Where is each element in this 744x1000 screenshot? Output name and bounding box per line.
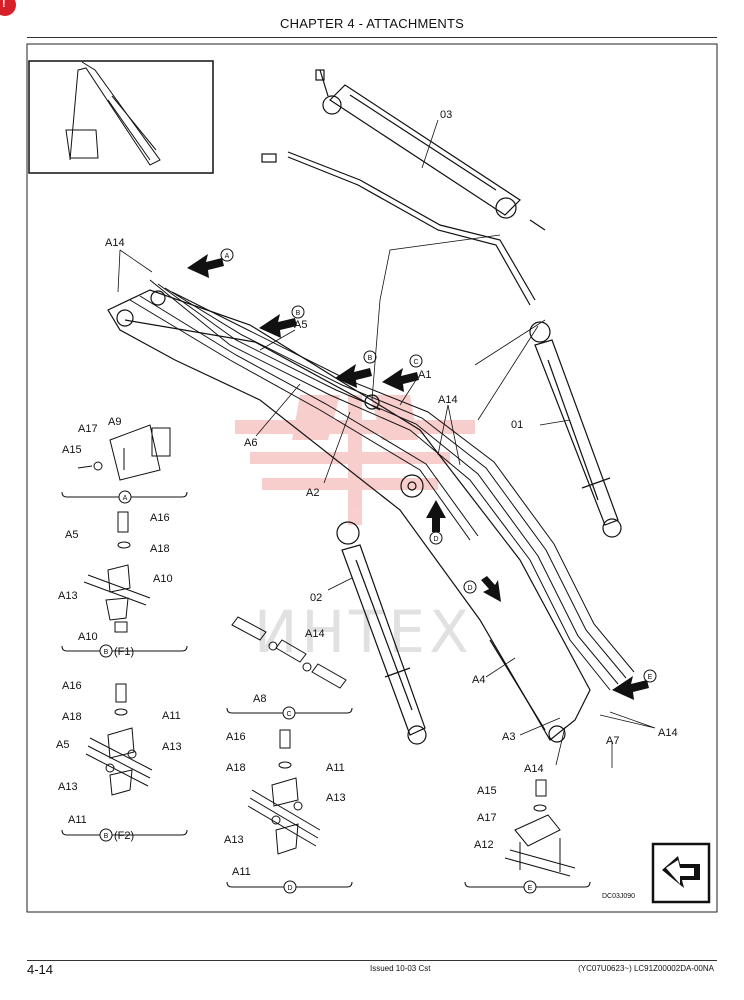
- detail-b-f1-caption: B: [104, 649, 109, 656]
- label-a13-detail-b-f1: A13: [58, 590, 78, 602]
- issued-date: Issued 10-03 Cst: [370, 964, 431, 973]
- label-a2: A2: [306, 487, 319, 499]
- label-01: 01: [511, 419, 523, 431]
- label-a8: A8: [253, 693, 266, 705]
- detail-b-f1: A16 A5 A18 A10 A13 A10 B (F1): [58, 511, 188, 658]
- detail-b-f2-suffix: (F2): [114, 830, 134, 842]
- label-a14-boom-mid: A14: [438, 394, 458, 406]
- label-a9: A9: [108, 416, 121, 428]
- label-a14-detail-c: A14: [305, 628, 325, 640]
- label-a18-detail-b-f2: A18: [62, 711, 82, 723]
- watermark-text: ИНТЕХ: [254, 598, 473, 666]
- callout-letters: A B B C D D E: [225, 253, 653, 681]
- detail-d: A16 A18 A11 A13 A13 A11 D: [224, 729, 353, 894]
- label-a5-detail-b-f2: A5: [56, 739, 69, 751]
- label-a18-detail-d: A18: [226, 762, 246, 774]
- detail-a-caption: A: [123, 495, 128, 502]
- label-a13-detail-d-left: A13: [224, 834, 244, 846]
- label-a14-boom-foot: A14: [524, 763, 544, 775]
- detail-b-f2: A16 A18 A11 A5 A13 A13 A11 B (F2): [56, 680, 188, 842]
- detail-c: A14 A8 C: [226, 616, 353, 720]
- leader-lines: [117, 119, 656, 768]
- detail-e: A15 A17 A12 E: [464, 779, 591, 894]
- label-a18-detail-b-f1: A18: [150, 543, 170, 555]
- label-a17-detail-e: A17: [477, 812, 497, 824]
- detail-a: A17 A9 A15 A: [61, 416, 188, 504]
- label-a15-detail-e: A15: [477, 785, 497, 797]
- detail-d-caption: D: [287, 885, 292, 892]
- watermark-logo: [235, 395, 475, 525]
- callout-c: C: [413, 359, 418, 366]
- label-a14-boom-left: A14: [105, 237, 125, 249]
- page-number: 4-14: [27, 962, 54, 977]
- locator-inset: [28, 60, 214, 174]
- callout-d-2: D: [467, 585, 472, 592]
- label-a13-detail-d: A13: [326, 792, 346, 804]
- label-a10-detail-b-f1-bottom: A10: [78, 631, 98, 643]
- callout-e: E: [648, 674, 653, 681]
- label-a11-detail-b-f2-bottom: A11: [68, 814, 87, 826]
- label-02: 02: [310, 592, 322, 604]
- cylinder-02: [336, 521, 427, 745]
- view-arrows: [187, 254, 649, 700]
- label-a13-detail-b-f2-left: A13: [58, 781, 78, 793]
- boom: [107, 289, 591, 743]
- label-a16-detail-d: A16: [226, 731, 246, 743]
- label-a1: A1: [418, 369, 431, 381]
- label-a16-detail-b-f2: A16: [62, 680, 82, 692]
- detail-c-caption: C: [286, 711, 291, 718]
- cylinder-01: [529, 321, 622, 538]
- label-a12: A12: [474, 839, 494, 851]
- chapter-title: CHAPTER 4 - ATTACHMENTS: [280, 16, 464, 31]
- label-a4: A4: [472, 674, 485, 686]
- cylinder-03: [261, 69, 546, 306]
- detail-b-f1-suffix: (F1): [114, 646, 134, 658]
- footer-divider: [27, 960, 717, 961]
- main-part-labels: 03 01 02 A14 A5 A1 A14 A6 A2 A4 A3 A14 A…: [105, 109, 678, 775]
- label-a5-detail-b-f1: A5: [65, 529, 78, 541]
- label-a7: A7: [606, 735, 619, 747]
- header-divider: [27, 37, 717, 38]
- label-a10-detail-b-f1: A10: [153, 573, 173, 585]
- label-a5-boom: A5: [294, 319, 307, 331]
- label-a11-detail-d: A11: [326, 762, 345, 774]
- detail-b-f2-caption: B: [104, 833, 109, 840]
- model-codes: (YC07U0623~) LC91Z00002DA-00NA: [578, 964, 714, 973]
- label-a17-detail-a: A17: [78, 423, 98, 435]
- label-a13-detail-b-f2: A13: [162, 741, 182, 753]
- next-page-arrow-icon: [651, 842, 711, 904]
- label-03: 03: [440, 109, 452, 121]
- diagram-frame: [26, 43, 718, 913]
- label-a15-detail-a: A15: [62, 444, 82, 456]
- label-a11-detail-b-f2: A11: [162, 710, 181, 722]
- warning-corner-badge: !: [0, 0, 16, 16]
- label-a14-boom-right: A14: [658, 727, 678, 739]
- hydraulic-pipes: [129, 279, 635, 691]
- label-a3: A3: [502, 731, 515, 743]
- label-a11-detail-d-bottom: A11: [232, 866, 251, 878]
- callout-b-2: B: [368, 355, 373, 362]
- callout-a: A: [225, 253, 230, 260]
- label-a6: A6: [244, 437, 257, 449]
- detail-e-caption: E: [528, 885, 533, 892]
- drawing-code: DC03J090: [602, 893, 635, 900]
- callout-d: D: [433, 536, 438, 543]
- callout-circles: [220, 248, 657, 683]
- callout-b: B: [296, 310, 301, 317]
- label-a16-detail-b-f1: A16: [150, 512, 170, 524]
